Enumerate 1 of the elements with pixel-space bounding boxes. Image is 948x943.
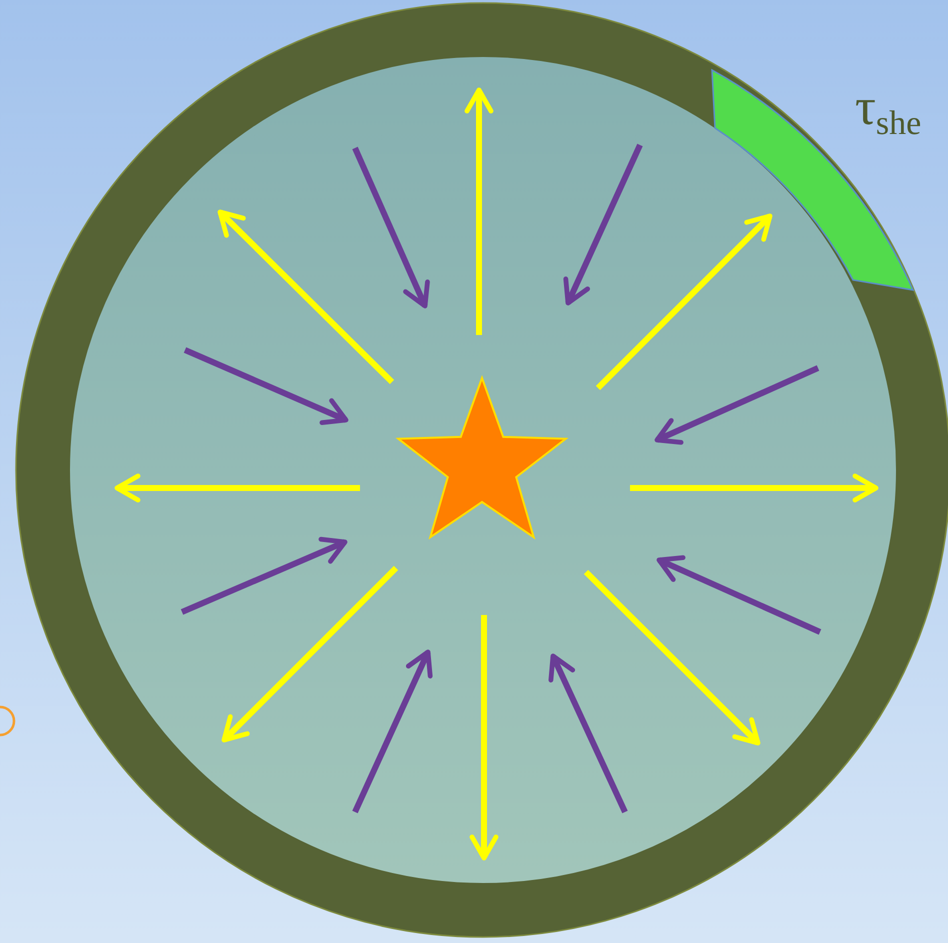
shear-stress-label: τ$_{she}$ xyxy=(855,82,922,142)
